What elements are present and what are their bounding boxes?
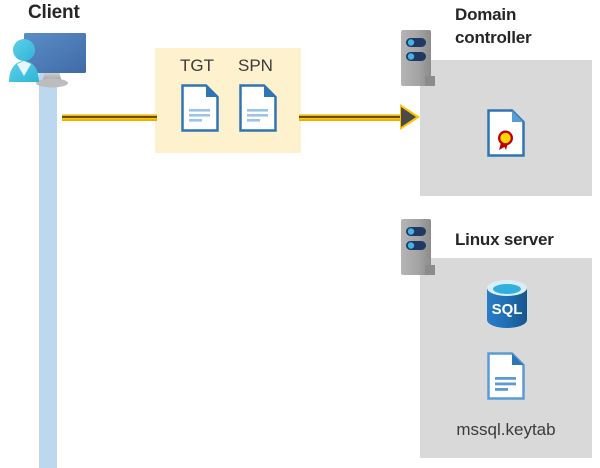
client-workstation-icon <box>6 28 98 94</box>
linux-server-title: Linux server <box>455 230 554 249</box>
client-lifeline <box>39 60 57 468</box>
linux-server-icon <box>401 219 435 279</box>
domain-controller-server-icon <box>401 30 435 90</box>
tgt-label: TGT <box>180 56 214 75</box>
arrow-segment-left <box>62 114 157 121</box>
arrow-head-icon <box>401 107 416 127</box>
spn-label: SPN <box>238 56 273 75</box>
tgt-document-icon <box>181 84 219 132</box>
certificate-document-icon <box>487 109 525 157</box>
keytab-filename-label: mssql.keytab <box>456 420 556 439</box>
message-box <box>155 48 301 153</box>
client-title: Client <box>28 2 80 23</box>
sql-database-icon: SQL <box>482 278 532 332</box>
svg-text:SQL: SQL <box>492 301 523 318</box>
domain-controller-title: Domain controller <box>455 5 532 47</box>
arrow-segment-right <box>299 114 403 121</box>
keytab-document-icon <box>487 352 525 400</box>
spn-document-icon <box>239 84 277 132</box>
